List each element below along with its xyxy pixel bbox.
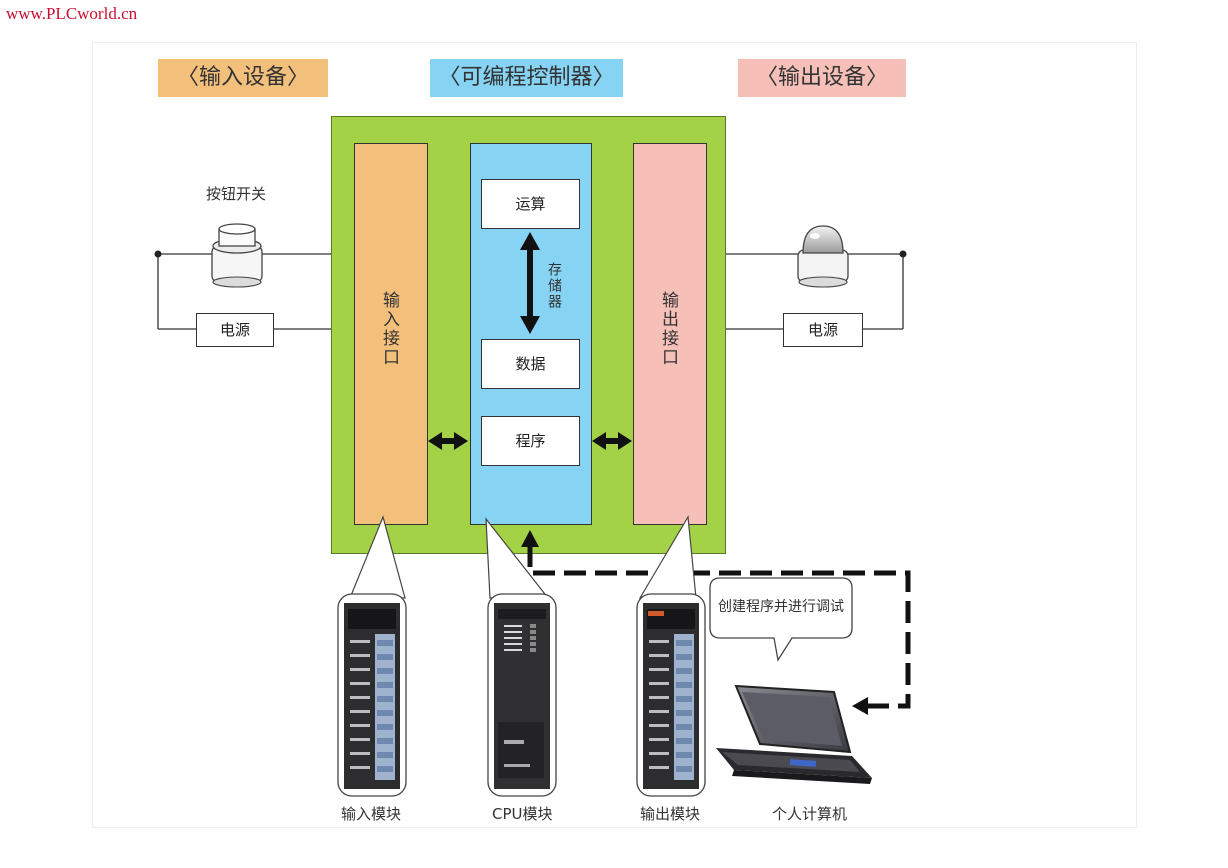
output-interface-label: 输出接口 [658, 291, 678, 367]
module-callout-lines [349, 515, 697, 599]
watermark: www.PLCworld.cn [6, 4, 138, 23]
speech-bubble [709, 577, 853, 662]
memory-bidirectional-arrow [520, 232, 540, 334]
output-power-supply: 电源 [783, 313, 863, 347]
input-interface-block: 输入接口 [354, 143, 428, 525]
data-box: 数据 [481, 339, 580, 389]
laptop-icon [716, 684, 872, 784]
cpu-to-output-arrow [592, 432, 632, 450]
output-circuit-wires [726, 253, 904, 330]
output-module-caption: 输出模块 [640, 805, 701, 823]
input-circuit-wires [157, 253, 331, 330]
cpu-module-icon [487, 593, 557, 797]
input-module-caption: 输入模块 [341, 805, 402, 823]
plc-header: 〈可编程控制器〉 [430, 59, 623, 97]
plc-arrowhead [521, 530, 539, 547]
input-to-cpu-arrow [428, 432, 468, 450]
output-junction-dot [899, 250, 907, 258]
program-box: 程序 [481, 416, 580, 466]
callout-text: 创建程序并进行调试 [718, 599, 844, 615]
input-power-supply: 电源 [196, 313, 274, 347]
pc-arrowhead [852, 697, 868, 715]
cpu-module-caption: CPU模块 [492, 805, 553, 823]
operation-box: 运算 [481, 179, 580, 229]
input-junction-dot [154, 250, 162, 258]
input-devices-header: 〈输入设备〉 [158, 59, 328, 97]
pc-communication-dashed-line [527, 545, 911, 709]
pc-caption: 个人计算机 [772, 805, 848, 823]
input-module-icon [337, 593, 407, 797]
output-module-icon [636, 593, 706, 797]
memory-label: 存储器 [546, 262, 562, 310]
output-devices-header: 〈输出设备〉 [738, 59, 906, 97]
push-button-label: 按钮开关 [206, 185, 267, 203]
output-interface-block: 输出接口 [633, 143, 707, 525]
push-button-icon [211, 223, 263, 288]
input-interface-label: 输入接口 [379, 291, 399, 367]
figure-frame [92, 42, 1137, 828]
indicator-lamp-icon [797, 225, 849, 288]
